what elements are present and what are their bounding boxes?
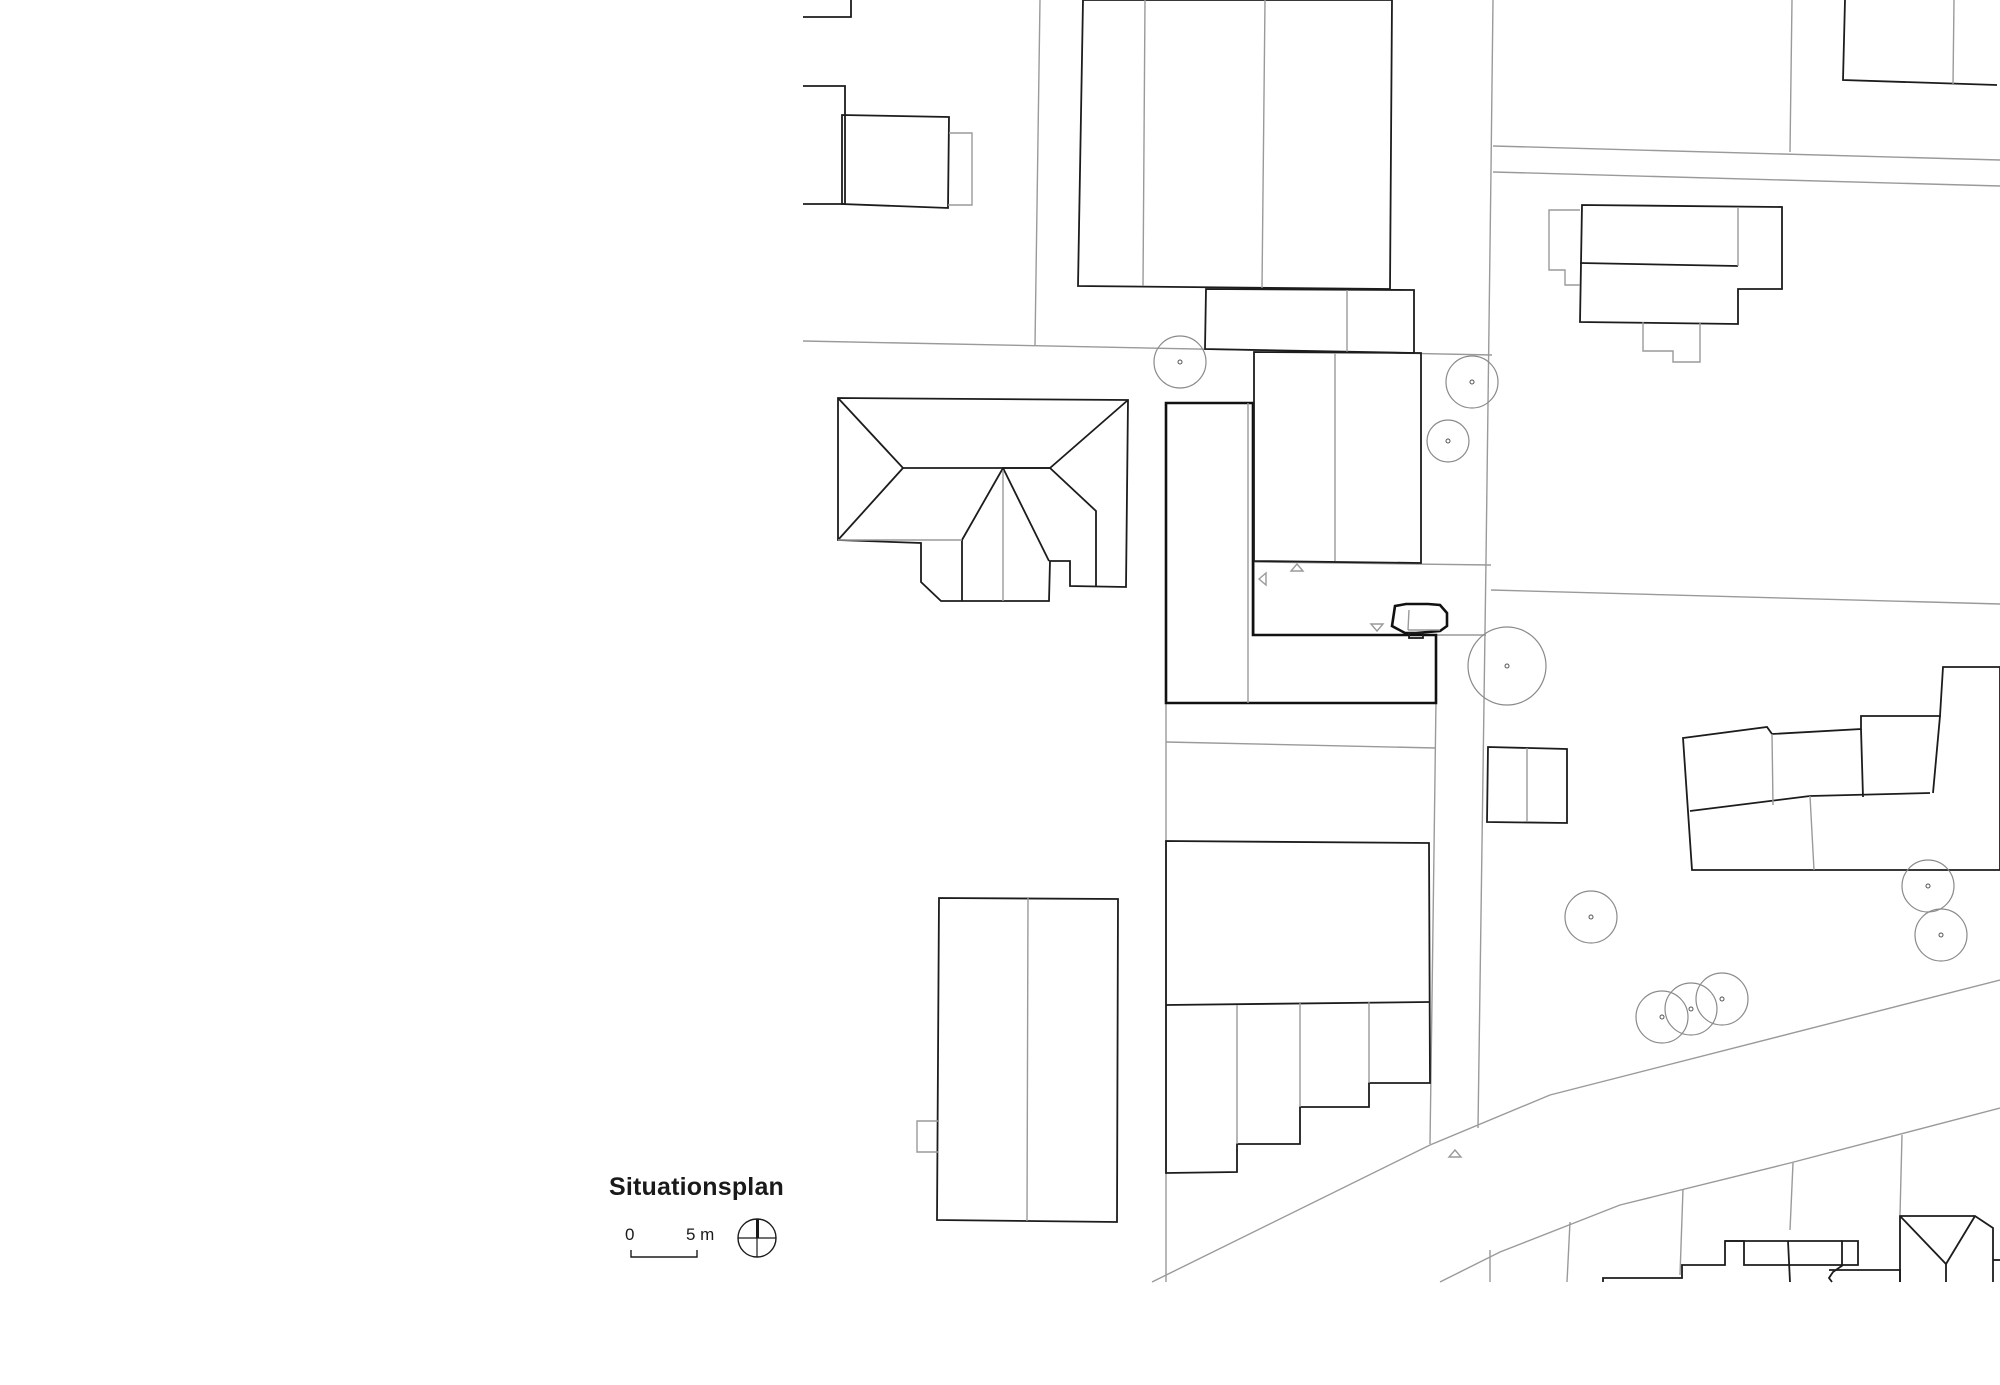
tree-circle-icon [1695, 972, 1749, 1026]
triangle-marker-icon [1289, 562, 1305, 572]
tree-circle-icon [1445, 355, 1499, 409]
trees [1153, 335, 1968, 1044]
triangle-marker-icon [1257, 571, 1267, 587]
tree-circle-icon [1426, 419, 1470, 463]
markers [1257, 562, 1463, 1158]
tree-circle-icon [1635, 990, 1689, 1044]
tree-circle-icon [1664, 982, 1718, 1036]
tree-circle-icon [1467, 626, 1547, 706]
tree-circle-icon [1564, 890, 1618, 944]
parcel-lines [802, 0, 2000, 1283]
triangle-marker-icon [1447, 1148, 1463, 1158]
page-title: Situationsplan [609, 1173, 785, 1201]
scale-start-label: 0 [625, 1225, 635, 1244]
tree-circle-icon [1153, 335, 1207, 389]
tree-circle-icon [1914, 908, 1968, 962]
triangle-marker-icon [1369, 623, 1385, 633]
scale-end-label: 5 m [686, 1225, 715, 1244]
project-building [1164, 401, 1438, 705]
north-arrow-icon [737, 1218, 777, 1258]
small-structure [1390, 602, 1449, 635]
scale-bar [630, 1250, 698, 1258]
tree-circle-icon [1901, 859, 1955, 913]
buildings [803, 0, 2000, 1283]
